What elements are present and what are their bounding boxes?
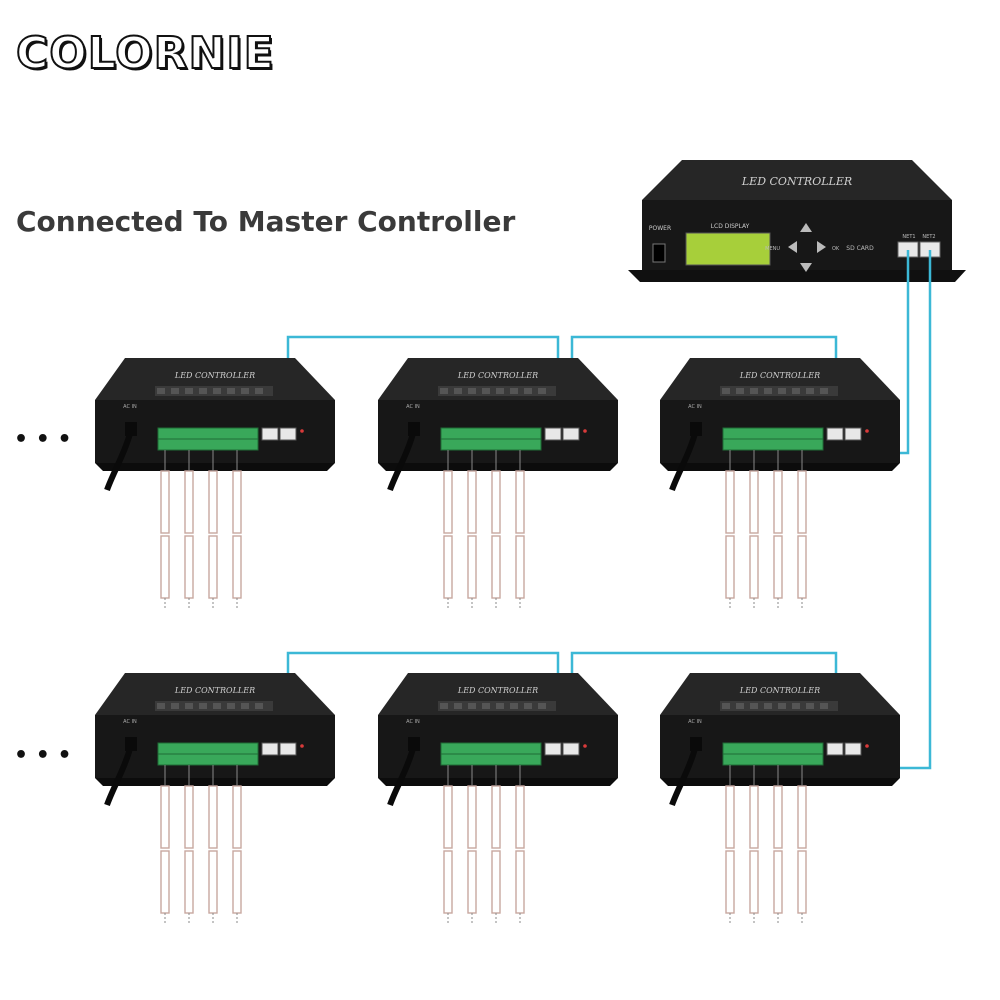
up-arrow-icon[interactable]	[800, 223, 812, 232]
brand-logo: COLORNIE	[15, 27, 275, 80]
slave-label: LED CONTROLLER	[174, 686, 255, 695]
ac-in-label: AC IN	[688, 719, 702, 725]
slave-label: LED CONTROLLER	[739, 686, 820, 695]
ok-label: OK	[832, 246, 840, 252]
left-arrow-icon[interactable]	[788, 241, 797, 253]
slave-controller-row1-middle: LED CONTROLLER AC IN	[378, 358, 618, 608]
slave-label: LED CONTROLLER	[457, 371, 538, 380]
more-indicator-row2: • • •	[14, 743, 72, 768]
ac-in-label: AC IN	[406, 719, 420, 725]
ac-in-label: AC IN	[688, 404, 702, 410]
power-label: POWER	[649, 225, 671, 232]
right-arrow-icon[interactable]	[817, 241, 826, 253]
slave-controller-row2-left: LED CONTROLLER AC IN	[95, 673, 335, 923]
master-label: LED CONTROLLER	[741, 175, 852, 188]
slave-label: LED CONTROLLER	[174, 371, 255, 380]
down-arrow-icon[interactable]	[800, 263, 812, 272]
net1-label: NET1	[902, 234, 915, 240]
sd-card-label: SD CARD	[846, 245, 874, 252]
lcd-label: LCD DISPLAY	[711, 223, 750, 230]
ac-in-label: AC IN	[123, 719, 137, 725]
slave-label: LED CONTROLLER	[739, 371, 820, 380]
slave-controller-row2-middle: LED CONTROLLER AC IN	[378, 673, 618, 923]
slave-controller-row2-right: LED CONTROLLER AC IN	[660, 673, 900, 923]
lcd-display	[685, 232, 771, 266]
menu-label: MENU	[765, 246, 780, 252]
master-controller: LED CONTROLLER POWER LCD DISPLAY MENU OK…	[628, 160, 966, 282]
ac-in-label: AC IN	[406, 404, 420, 410]
more-indicator-row1: • • •	[14, 427, 72, 452]
headline: Connected To Master Controller	[16, 205, 516, 238]
slave-label: LED CONTROLLER	[457, 686, 538, 695]
ac-in-label: AC IN	[123, 404, 137, 410]
power-switch[interactable]	[652, 243, 666, 263]
net2-label: NET2	[922, 234, 935, 240]
slave-controller-row1-left: LED CONTROLLER AC IN	[95, 358, 335, 608]
slave-controller-row1-right: LED CONTROLLER AC IN	[660, 358, 900, 608]
